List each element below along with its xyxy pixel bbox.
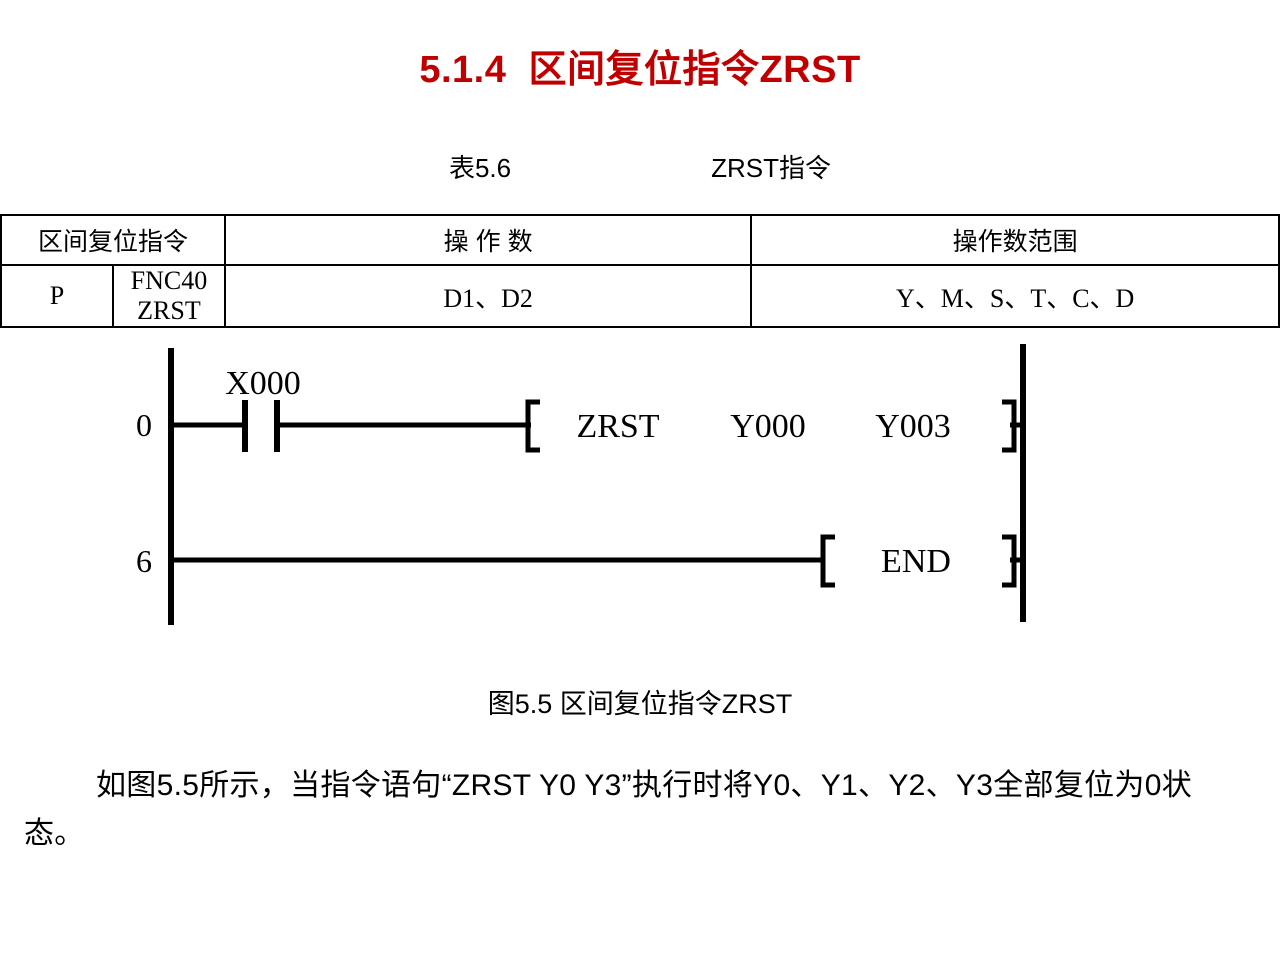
header-cell-instruction-name: 区间复位指令	[0, 214, 226, 266]
rung-step-number-6: 6	[136, 543, 152, 579]
instruction-name-end: END	[881, 543, 951, 580]
instruction-operand1-y000: Y000	[730, 408, 806, 445]
page-title: 5.1.4 区间复位指令ZRST	[419, 49, 861, 91]
cell-operand-range: Y、M、S、T、C、D	[750, 264, 1280, 328]
instruction-name-zrst: ZRST	[576, 408, 659, 445]
instruction-spec-table: 区间复位指令 操 作 数 操作数范围 P FNC40 ZRST D1、D2 Y、…	[0, 214, 1280, 328]
table-header-row: 区间复位指令 操 作 数 操作数范围	[0, 214, 1280, 266]
table-row: P FNC40 ZRST D1、D2 Y、M、S、T、C、D	[0, 264, 1280, 328]
instruction-bracket-left-icon	[525, 399, 540, 453]
ladder-diagram: 0 X000 ZRST Y000 Y003 6 END	[0, 330, 1280, 650]
rung-step-number-0: 0	[136, 407, 152, 443]
body-paragraph: 如图5.5所示，当指令语句“ZRST Y0 Y3”执行时将Y0、Y1、Y2、Y3…	[24, 769, 1193, 850]
table-caption: 表5.6 ZRST指令	[0, 148, 1280, 185]
cell-pulse-flag: P	[0, 264, 114, 328]
cell-operands: D1、D2	[223, 264, 753, 328]
table-caption-number: 表5.6	[448, 153, 512, 183]
end-bracket-left-icon	[820, 534, 835, 588]
table-caption-name: ZRST指令	[711, 153, 832, 183]
cell-instruction-code: FNC40 ZRST	[111, 264, 226, 328]
header-cell-operands: 操 作 数	[223, 214, 753, 266]
contact-label-x000: X000	[225, 365, 301, 402]
header-cell-operand-range: 操作数范围	[750, 214, 1280, 266]
instruction-operand2-y003: Y003	[875, 408, 951, 445]
figure-caption: 图5.5 区间复位指令ZRST	[487, 689, 793, 719]
